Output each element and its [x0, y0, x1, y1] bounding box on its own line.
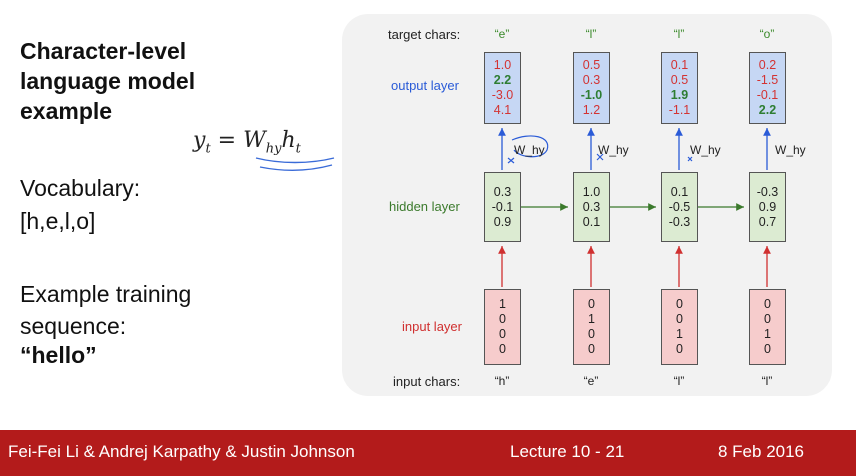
target-char: “l”	[585, 27, 597, 41]
training-label: Example training sequence:	[20, 281, 192, 339]
input-value: 0	[588, 327, 595, 341]
footer-bar: Fei-Fei Li & Andrej Karpathy & Justin Jo…	[0, 430, 856, 476]
hidden-value: -0.3	[668, 214, 691, 229]
input-value: 0	[588, 342, 595, 356]
hidden-value: -0.1	[491, 199, 514, 214]
output-vector: 1.0 2.2 -3.0 4.1	[484, 52, 521, 124]
hidden-value: 0.9	[493, 214, 512, 229]
output-value: 1.0	[493, 58, 512, 72]
slide: Character-level language model example y…	[20, 14, 832, 396]
output-value: -3.0	[491, 88, 514, 102]
hidden-value: 1.0	[582, 184, 601, 199]
target-char: “l”	[673, 27, 685, 41]
input-value: 0	[676, 312, 683, 326]
hidden-value: 0.1	[582, 214, 601, 229]
input-value: 0	[499, 342, 506, 356]
input-value: 1	[764, 327, 771, 341]
title-line: language model	[20, 68, 196, 94]
output-value-highlight: -1.0	[580, 88, 603, 102]
input-char: “l”	[673, 374, 685, 388]
weight-label: W_hy	[775, 143, 806, 157]
input-value: 0	[588, 297, 595, 311]
output-value: 4.1	[493, 103, 512, 117]
hidden-value: -0.5	[668, 199, 691, 214]
input-char: “h”	[494, 374, 510, 388]
input-vector: 1 0 0 0	[484, 289, 521, 365]
input-value: 0	[764, 297, 771, 311]
footer-date: 8 Feb 2016	[718, 442, 805, 461]
input-char: “e”	[583, 374, 599, 388]
output-vector: 0.2 -1.5 -0.1 2.2	[749, 52, 786, 124]
target-char: “o”	[759, 27, 775, 41]
input-vector: 0 0 1 0	[661, 289, 698, 365]
equals-sign: =	[217, 128, 237, 153]
input-value: 1	[676, 327, 683, 341]
handwritten-marks	[507, 135, 693, 164]
hidden-value: 0.9	[758, 199, 777, 214]
hidden-layer-label: hidden layer	[389, 199, 460, 214]
title-line: example	[20, 98, 113, 124]
output-value: 0.1	[670, 58, 689, 72]
output-value: 0.5	[670, 73, 689, 87]
output-value-highlight: 2.2	[758, 103, 777, 117]
input-to-hidden-arrows	[498, 246, 771, 287]
output-value-highlight: 1.9	[670, 88, 689, 102]
hidden-value: 0.3	[493, 184, 512, 199]
output-value: -1.1	[668, 103, 691, 117]
title-line: Character-level	[20, 38, 187, 64]
weight-label: W_hy	[514, 143, 545, 157]
input-vector: 0 0 1 0	[749, 289, 786, 365]
output-value: -1.5	[756, 73, 779, 87]
annotation-underline	[255, 157, 335, 171]
hidden-value: 0.1	[670, 184, 689, 199]
vocabulary-label: Vocabulary:	[20, 175, 141, 201]
output-vector: 0.5 0.3 -1.0 1.2	[573, 52, 610, 124]
hidden-value: 0.3	[582, 199, 601, 214]
diagram-arrows	[498, 128, 771, 287]
footer-authors: Fei-Fei Li & Andrej Karpathy & Justin Jo…	[8, 442, 355, 461]
output-value: 0.2	[758, 58, 777, 72]
input-char: “l”	[761, 374, 773, 388]
training-value: “hello”	[20, 342, 97, 368]
input-layer-label: input layer	[402, 319, 462, 334]
hidden-vector: -0.3 0.9 0.7	[749, 172, 786, 242]
output-value: 0.3	[582, 73, 601, 87]
input-value: 0	[499, 312, 506, 326]
hidden-value: 0.7	[758, 214, 777, 229]
input-value: 1	[499, 297, 506, 311]
output-value-highlight: 2.2	[493, 73, 512, 87]
vocabulary-value: [h,e,l,o]	[20, 208, 96, 234]
input-value: 0	[764, 342, 771, 356]
input-value: 0	[676, 297, 683, 311]
input-value: 0	[764, 312, 771, 326]
hidden-vector: 0.1 -0.5 -0.3	[661, 172, 698, 242]
input-value: 1	[588, 312, 595, 326]
target-chars-label: target chars:	[388, 27, 461, 42]
output-value: -0.1	[756, 88, 779, 102]
output-layer-label: output layer	[391, 78, 459, 93]
output-value: 0.5	[582, 58, 601, 72]
hidden-value: -0.3	[756, 184, 779, 199]
target-char: “e”	[494, 27, 510, 41]
output-value: 1.2	[582, 103, 601, 117]
input-chars-label: input chars:	[393, 374, 461, 389]
input-vector: 0 1 0 0	[573, 289, 610, 365]
hidden-vector: 0.3 -0.1 0.9	[484, 172, 521, 242]
weight-label: W_hy	[690, 143, 721, 157]
slide-title: Character-level language model example	[20, 36, 280, 126]
input-value: 0	[499, 327, 506, 341]
hidden-to-output-arrows	[498, 128, 771, 170]
footer-lecture: Lecture 10 - 21	[510, 442, 625, 461]
input-value: 0	[676, 342, 683, 356]
hidden-vector: 1.0 0.3 0.1	[573, 172, 610, 242]
weight-label: W_hy	[598, 143, 629, 157]
output-equation: yt = Whyht	[193, 128, 301, 157]
output-vector: 0.1 0.5 1.9 -1.1	[661, 52, 698, 124]
